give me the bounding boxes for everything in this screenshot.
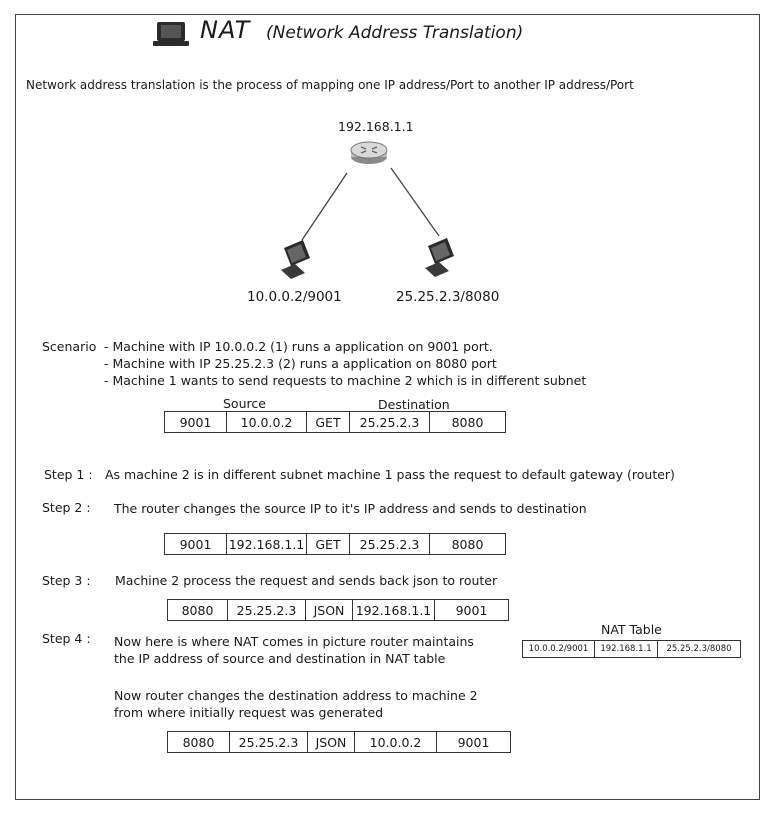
step-text: Now here is where NAT comes in picture r… — [114, 634, 474, 649]
step4-followup-text: Now router changes the destination addre… — [114, 688, 478, 703]
router-icon — [350, 141, 388, 164]
nat-table-router: 192.168.1.1 — [595, 641, 658, 657]
packet-payload: GET — [307, 412, 350, 432]
scenario-line: - Machine with IP 10.0.0.2 (1) runs a ap… — [104, 339, 493, 354]
step-text: As machine 2 is in different subnet mach… — [105, 467, 675, 482]
packet-destination-port: 9001 — [457, 734, 490, 750]
packet-destination-port: 8080 — [451, 536, 484, 552]
nat-table-source: 10.0.0.2/9001 — [523, 641, 595, 657]
router-ip-label: 192.168.1.1 — [338, 119, 414, 134]
laptop-icon — [153, 22, 189, 46]
packet-destination-port: 9001 — [455, 602, 488, 618]
packet-source-port: 8080 — [168, 732, 230, 752]
link-router-machine2 — [390, 167, 440, 237]
packet-source-port: 9001 — [165, 412, 227, 432]
packet-destination-header: Destination — [378, 397, 450, 412]
computer-icon — [281, 240, 310, 279]
packet-row: 9001 192.168.1.1 GET 25.25.2.3 8080 — [164, 533, 506, 555]
scenario-line: - Machine 1 wants to send requests to ma… — [104, 373, 587, 388]
scenario-line: - Machine with IP 25.25.2.3 (2) runs a a… — [104, 356, 497, 371]
packet-payload: JSON — [306, 600, 353, 620]
diagram-title: NAT — [200, 16, 251, 44]
computer-icon — [425, 238, 454, 277]
packet-destination-port: 8080 — [451, 414, 484, 430]
link-router-machine1 — [301, 172, 348, 241]
packet-source-port: 8080 — [168, 600, 228, 620]
machine1-label: 10.0.0.2/9001 — [247, 289, 342, 305]
packet-source-ip: 25.25.2.3 — [230, 732, 308, 752]
step4-followup-text: from where initially request was generat… — [114, 705, 384, 720]
nat-table-destination: 25.25.2.3/8080 — [666, 644, 732, 654]
packet-destination-ip: 10.0.0.2 — [355, 732, 437, 752]
packet-payload: GET — [307, 534, 350, 554]
step-label: Step 2 : — [42, 500, 91, 515]
packet-destination-ip: 192.168.1.1 — [353, 600, 435, 620]
packet-source-ip: 10.0.0.2 — [227, 412, 307, 432]
packet-destination-ip: 25.25.2.3 — [350, 412, 430, 432]
packet-row: 9001 10.0.0.2 GET 25.25.2.3 8080 — [164, 411, 506, 433]
step-label: Step 4 : — [42, 631, 91, 646]
definition-text: Network address translation is the proce… — [26, 78, 634, 92]
scenario-label: Scenario — [42, 339, 97, 354]
packet-row: 8080 25.25.2.3 JSON 192.168.1.1 9001 — [167, 599, 509, 621]
packet-source-port: 9001 — [165, 534, 227, 554]
step-label: Step 1 : — [44, 467, 93, 482]
step-label: Step 3 : — [42, 573, 91, 588]
packet-source-ip: 192.168.1.1 — [227, 534, 307, 554]
packet-payload: JSON — [308, 732, 355, 752]
step-text: The router changes the source IP to it's… — [114, 501, 587, 516]
step-text: the IP address of source and destination… — [114, 651, 446, 666]
machine2-label: 25.25.2.3/8080 — [396, 289, 500, 305]
packet-source-ip: 25.25.2.3 — [228, 600, 306, 620]
nat-table-title: NAT Table — [601, 622, 662, 637]
nat-table-row: 10.0.0.2/9001 192.168.1.1 25.25.2.3/8080 — [522, 640, 741, 658]
packet-row: 8080 25.25.2.3 JSON 10.0.0.2 9001 — [167, 731, 511, 753]
packet-source-header: Source — [223, 396, 266, 411]
diagram-subtitle: (Network Address Translation) — [266, 23, 524, 43]
step-text: Machine 2 process the request and sends … — [115, 573, 498, 588]
packet-destination-ip: 25.25.2.3 — [350, 534, 430, 554]
diagram-frame — [15, 14, 760, 800]
